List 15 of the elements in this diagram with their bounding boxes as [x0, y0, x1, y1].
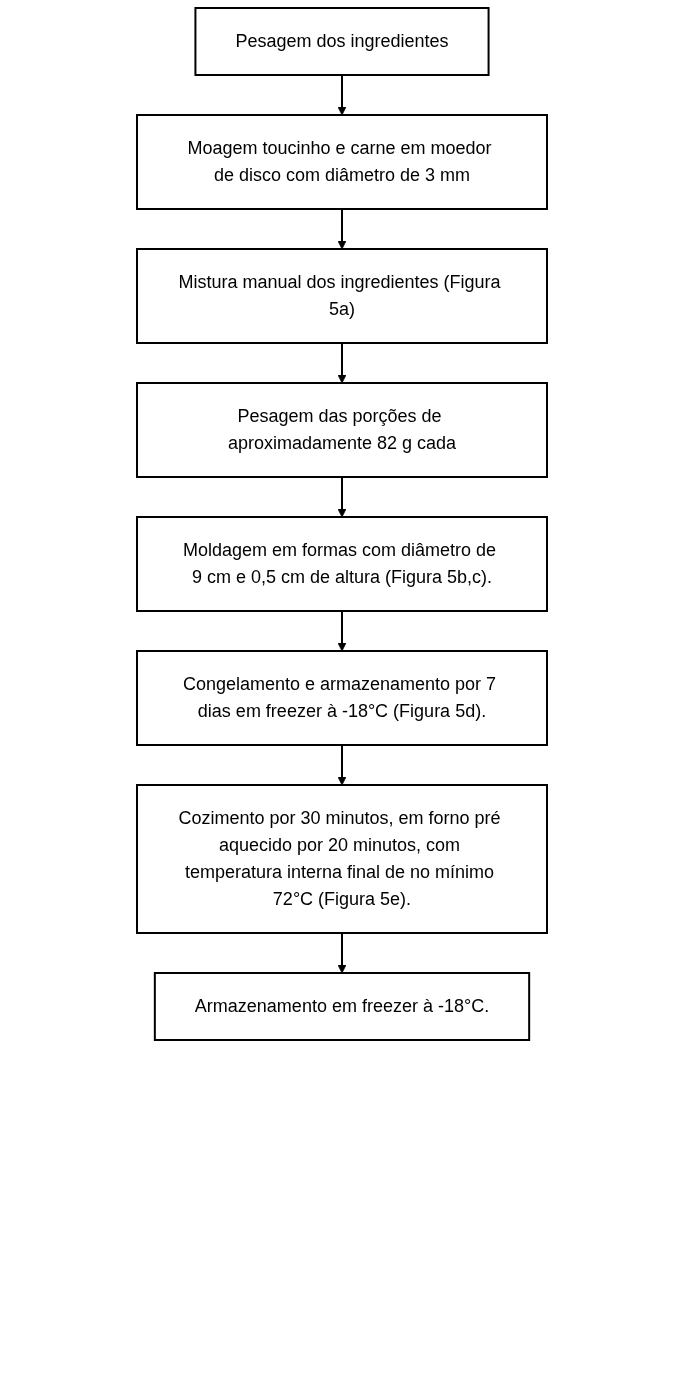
node-box: Pesagem das porções de aproximadamente 82 g cada: [136, 382, 548, 478]
node-box: Mistura manual dos ingredientes (Figura 5a): [136, 248, 548, 344]
arrow: [337, 744, 347, 786]
node-box: Congelamento e armazenamento por 7 dias em freezer à -18°C (Figura 5d).: [136, 650, 548, 746]
arrow: [337, 342, 347, 384]
node-box: Cozimento por 30 minutos, em forno pré aquecido por 20 minutos, com temperatura interna final de no mínimo 72°C (Figura 5e).: [136, 784, 548, 934]
arrow: [337, 208, 347, 250]
arrow: [337, 932, 347, 974]
node-box: Moldagem em formas com diâmetro de 9 cm e 0,5 cm de altura (Figura 5b,c).: [136, 516, 548, 612]
node-box: Armazenamento em freezer à -18°C.: [153, 972, 531, 1041]
node-box: Moagem toucinho e carne em moedor de disco com diâmetro de 3 mm: [136, 114, 548, 210]
node-box: Pesagem dos ingredientes: [194, 7, 490, 76]
arrow: [337, 610, 347, 652]
arrow: [337, 74, 347, 116]
arrow: [337, 476, 347, 518]
